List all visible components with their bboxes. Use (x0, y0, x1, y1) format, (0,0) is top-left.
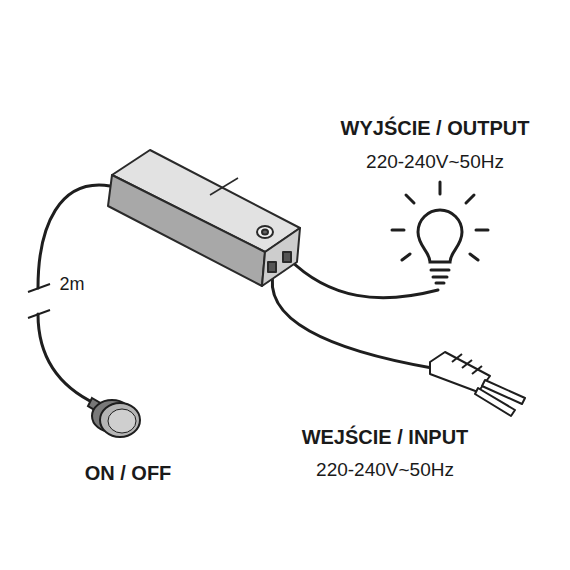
input-heading: WEJŚCIE / INPUT (302, 425, 469, 449)
switch-label: ON / OFF (85, 461, 172, 485)
on-off-button (88, 398, 140, 437)
controller-box (108, 150, 300, 286)
break-mark (28, 284, 50, 318)
input-wire (272, 270, 432, 368)
voltage-rating: 220-240V~50Hz (316, 459, 454, 482)
output-wire (288, 258, 438, 298)
lamp-symbol (392, 182, 488, 283)
switch-cable (38, 314, 96, 404)
switch-cable (38, 185, 110, 288)
cable-length: 2m (59, 274, 84, 296)
output-heading: WYJŚCIE / OUTPUT (341, 116, 530, 140)
mains-plug (430, 352, 525, 416)
voltage-rating: 220-240V~50Hz (366, 151, 504, 174)
